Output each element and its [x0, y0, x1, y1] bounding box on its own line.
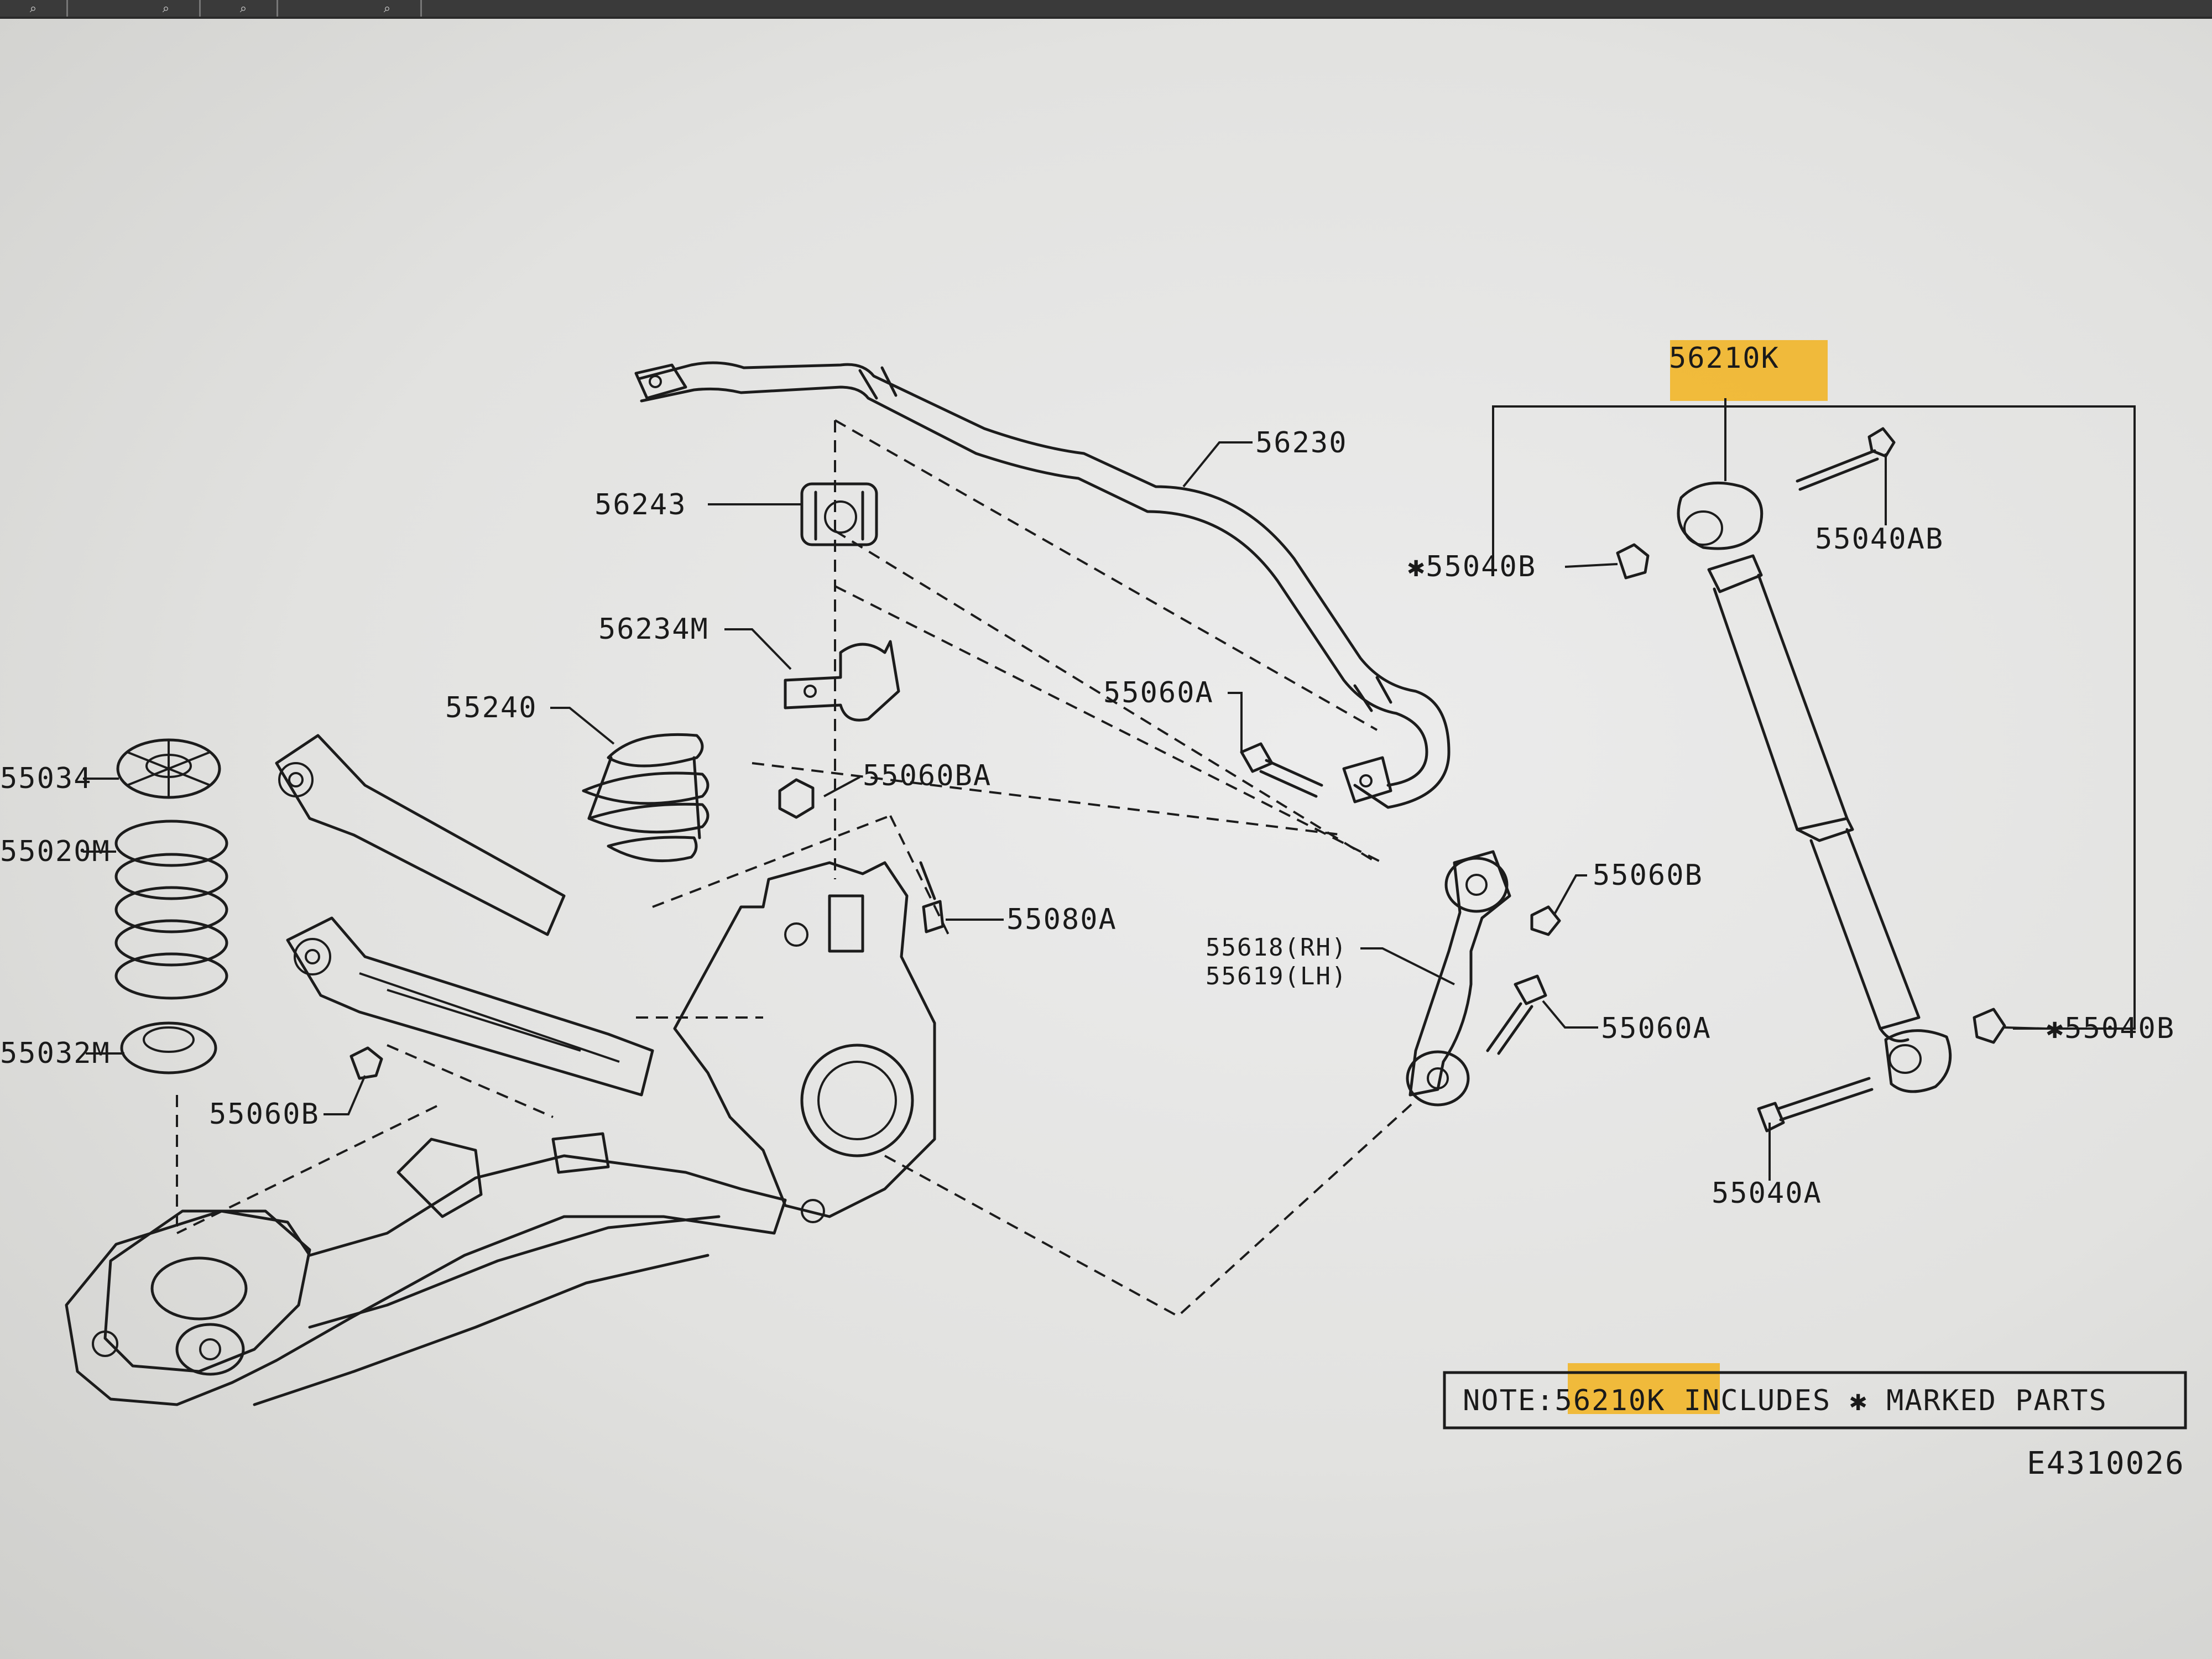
bump-stop[interactable]	[582, 733, 709, 863]
label-55032m: 55032M	[0, 1037, 111, 1070]
label-55040b-top: ✱55040B	[1407, 550, 1536, 583]
label-55080a: 55080A	[1006, 903, 1117, 936]
label-55240: 55240	[445, 691, 538, 724]
stabilizer-clamp[interactable]	[784, 640, 900, 722]
group-bracket	[1492, 405, 2136, 1030]
label-56234m: 56234M	[598, 613, 709, 646]
highlight-56210k-top	[1670, 340, 1828, 401]
guide-line	[752, 762, 1344, 836]
stabilizer-bar[interactable]	[634, 361, 1451, 809]
rear-subframe[interactable]	[65, 1132, 787, 1406]
note-part: 56210K	[1555, 1384, 1666, 1417]
guide-line	[387, 1044, 554, 1118]
note-suffix: INCLUDES ✱ MARKED PARTS	[1665, 1384, 2107, 1417]
leader-line	[1228, 692, 1243, 752]
search-icon[interactable]: ⌕	[354, 0, 422, 17]
coil-spring[interactable]	[114, 820, 228, 1000]
bolt-55040a[interactable]	[1757, 1077, 1874, 1133]
guide-line	[889, 815, 952, 941]
note-prefix: NOTE:	[1463, 1384, 1555, 1417]
guide-line	[652, 815, 891, 908]
guide-line	[834, 585, 1383, 864]
label-55060ba: 55060BA	[863, 759, 992, 792]
label-55060b-left: 55060B	[209, 1098, 320, 1131]
upper-arm[interactable]	[1406, 850, 1511, 1107]
label-55034: 55034	[0, 762, 92, 795]
lower-lateral-link[interactable]	[286, 916, 654, 1097]
rear-knuckle[interactable]	[673, 861, 936, 1223]
nut-55060b-left[interactable]	[349, 1046, 383, 1080]
bolt-55060a-top[interactable]	[1240, 742, 1323, 798]
guide-line	[884, 1099, 1417, 1318]
nut-55040b-bottom[interactable]	[1973, 1008, 2006, 1044]
leader-line	[550, 707, 615, 745]
diagram-code: E4310026	[2027, 1446, 2185, 1481]
shock-absorber[interactable]	[1677, 481, 1952, 1093]
label-55060a-bottom: 55060A	[1601, 1012, 1712, 1045]
nut-55040b-top[interactable]	[1616, 543, 1650, 580]
guide-line	[834, 419, 1378, 731]
lower-spring-seat[interactable]	[120, 1021, 217, 1074]
leader-line	[1360, 947, 1455, 985]
label-56230: 56230	[1255, 426, 1348, 460]
pan-icon[interactable]: ⌕	[210, 0, 278, 17]
upper-spring-seat[interactable]	[116, 738, 221, 799]
leader-line	[823, 776, 860, 797]
leader-line	[1542, 1000, 1598, 1029]
label-55060b-right: 55060B	[1593, 859, 1703, 892]
label-55040b-bottom: ✱55040B	[2046, 1012, 2175, 1045]
note-box: NOTE:56210K INCLUDES ✱ MARKED PARTS	[1443, 1371, 2187, 1430]
zoom-area-icon[interactable]: ⌕	[133, 0, 201, 17]
label-56243: 56243	[594, 488, 687, 521]
label-56210k: 56210K	[1669, 342, 1780, 375]
upper-lateral-link[interactable]	[275, 734, 566, 936]
zoom-icon[interactable]: ⌕	[0, 0, 68, 17]
viewer-toolbar: ⌕ ⌕ ⌕ ⌕	[0, 0, 2212, 19]
leader-line	[1182, 441, 1253, 488]
leader-line	[2004, 1026, 2047, 1030]
nut-55060ba[interactable]	[778, 778, 815, 819]
stabilizer-bushing[interactable]	[800, 482, 878, 546]
bolt-55080a[interactable]	[919, 861, 945, 933]
nut-55060b[interactable]	[1530, 905, 1561, 936]
leader-line	[724, 628, 792, 670]
label-55060a-top: 55060A	[1103, 676, 1214, 709]
label-55020m: 55020M	[0, 835, 111, 868]
bolt-55060a-bottom[interactable]	[1486, 974, 1547, 1055]
label-55040ab: 55040AB	[1815, 523, 1944, 556]
guide-line	[834, 530, 1378, 864]
svg-text:NOTE:56210K INCLUDES ✱ MARKED: NOTE:56210K INCLUDES ✱ MARKED PARTS	[1463, 1384, 2107, 1417]
leader-line	[1564, 563, 1618, 568]
label-55618-rh: 55618(RH)	[1206, 933, 1347, 962]
label-55619-lh: 55619(LH)	[1206, 962, 1347, 990]
label-55040a: 55040A	[1712, 1177, 1822, 1210]
bolt-55040ab[interactable]	[1796, 427, 1896, 491]
leader-line	[324, 1075, 366, 1115]
leader-line	[1553, 874, 1587, 916]
